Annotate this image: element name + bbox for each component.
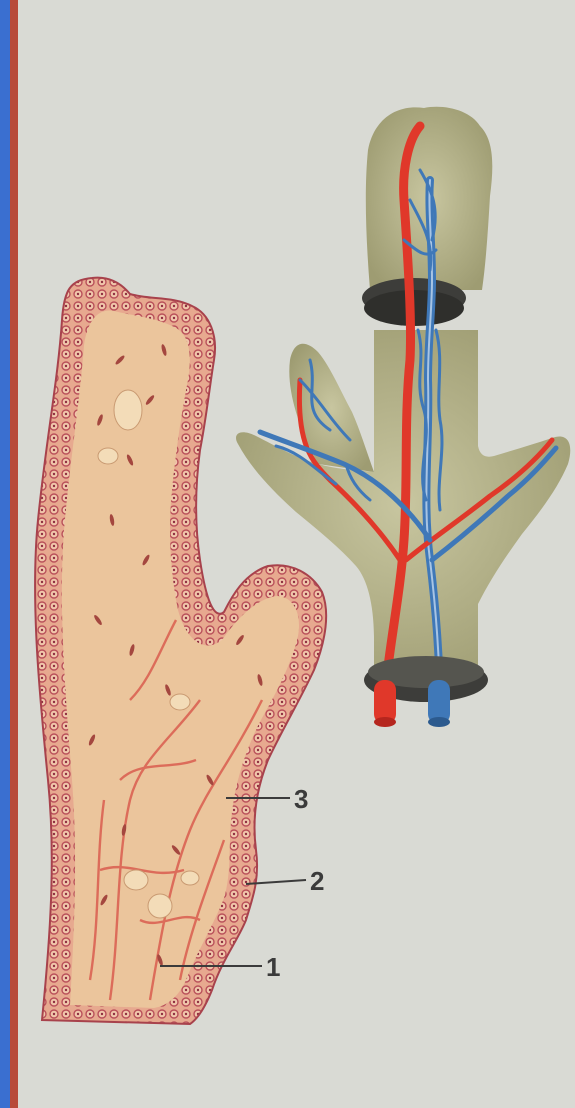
vein-stub-opening (428, 717, 450, 727)
label-2: 2 (310, 868, 324, 894)
left-edge-strip (10, 0, 18, 1108)
label-3: 3 (294, 786, 308, 812)
label-1: 1 (266, 954, 280, 980)
artery-stub-opening (374, 717, 396, 727)
